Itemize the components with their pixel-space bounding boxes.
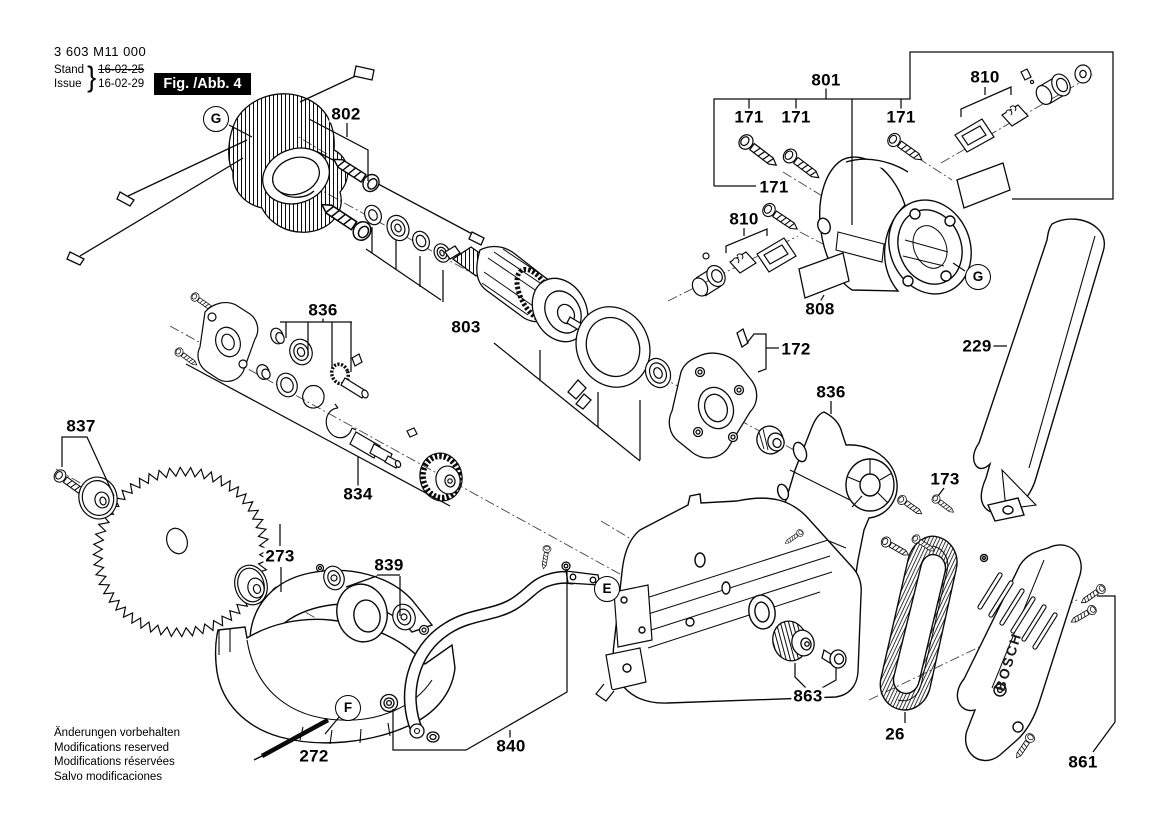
- callout-172: 172: [779, 339, 813, 359]
- ref-circle-e: E: [594, 576, 620, 602]
- callout-836-left: 836: [306, 300, 340, 320]
- callout-273: 273: [263, 546, 297, 566]
- revision-block: Stand Issue } 16-02-25 16-02-29: [54, 60, 145, 93]
- guard-lever-840: [379, 544, 601, 743]
- callout-802: 802: [329, 104, 363, 124]
- stand-label: Stand: [54, 64, 85, 76]
- ref-circle-f: F: [335, 695, 361, 721]
- callout-171-4: 171: [757, 177, 791, 197]
- callout-837: 837: [64, 416, 98, 436]
- callout-272: 272: [297, 746, 331, 766]
- callout-brackets: [61, 51, 1116, 753]
- label-plate-808: [798, 252, 850, 299]
- armature-803: [444, 245, 596, 343]
- ref-circle-g-right: G: [965, 264, 991, 290]
- callout-834: 834: [341, 484, 375, 504]
- callout-803: 803: [449, 317, 483, 337]
- callout-861: 861: [1066, 752, 1100, 772]
- notice-de: Änderungen vorbehalten: [54, 727, 180, 739]
- callout-808: 808: [803, 299, 837, 319]
- washer-bearing-train: [364, 204, 451, 263]
- spindle-bearing-group: [172, 290, 463, 502]
- air-baffle-ring: [567, 306, 651, 410]
- notice-fr: Modifications réservées: [54, 756, 175, 768]
- ref-circle-g-left: G: [203, 106, 229, 132]
- depth-rod-272: [253, 718, 330, 761]
- label-plate-top: [956, 162, 1011, 209]
- callout-801: 801: [809, 70, 843, 90]
- stand-date-superseded: 16-02-25: [98, 64, 145, 76]
- bearing-flange-172: [668, 327, 785, 459]
- callout-810-top: 810: [968, 67, 1002, 87]
- washers-839: [315, 563, 430, 636]
- callout-836-right: 836: [814, 382, 848, 402]
- callout-173: 173: [928, 469, 962, 489]
- drive-belt-26: [879, 535, 958, 711]
- saw-blade: [91, 466, 271, 638]
- blade-clamp-837: [51, 467, 118, 520]
- ball-bearing-mid: [644, 357, 672, 389]
- pulley-863: [772, 620, 847, 669]
- callout-171-3: 171: [884, 107, 918, 127]
- carbon-brush-set-left: [691, 237, 797, 297]
- belt-cover-861: BOSCH: [956, 544, 1108, 762]
- callout-26: 26: [883, 724, 907, 744]
- notice-es: Salvo modificaciones: [54, 770, 163, 783]
- revision-brace: }: [87, 60, 97, 93]
- callout-839: 839: [372, 555, 406, 575]
- carbon-brush-set-top: [954, 64, 1092, 153]
- callout-171-1: 171: [732, 107, 766, 127]
- callout-171-2: 171: [779, 107, 813, 127]
- issue-label: Issue: [54, 77, 82, 90]
- notice-en: Modifications reserved: [54, 741, 170, 754]
- callout-229: 229: [960, 336, 994, 356]
- modifications-notice: Änderungen vorbehalten Modifications res…: [54, 726, 180, 784]
- guard-plate-229: [972, 218, 1106, 522]
- fixed-guard-shell: [214, 569, 456, 745]
- callout-840: 840: [494, 736, 528, 756]
- callout-863: 863: [791, 686, 825, 706]
- type-number: 3 603 M11 000: [54, 44, 147, 59]
- figure-tag: Fig. /Abb. 4: [154, 73, 251, 95]
- callout-810-left: 810: [727, 209, 761, 229]
- issue-date: 16-02-29: [98, 77, 145, 90]
